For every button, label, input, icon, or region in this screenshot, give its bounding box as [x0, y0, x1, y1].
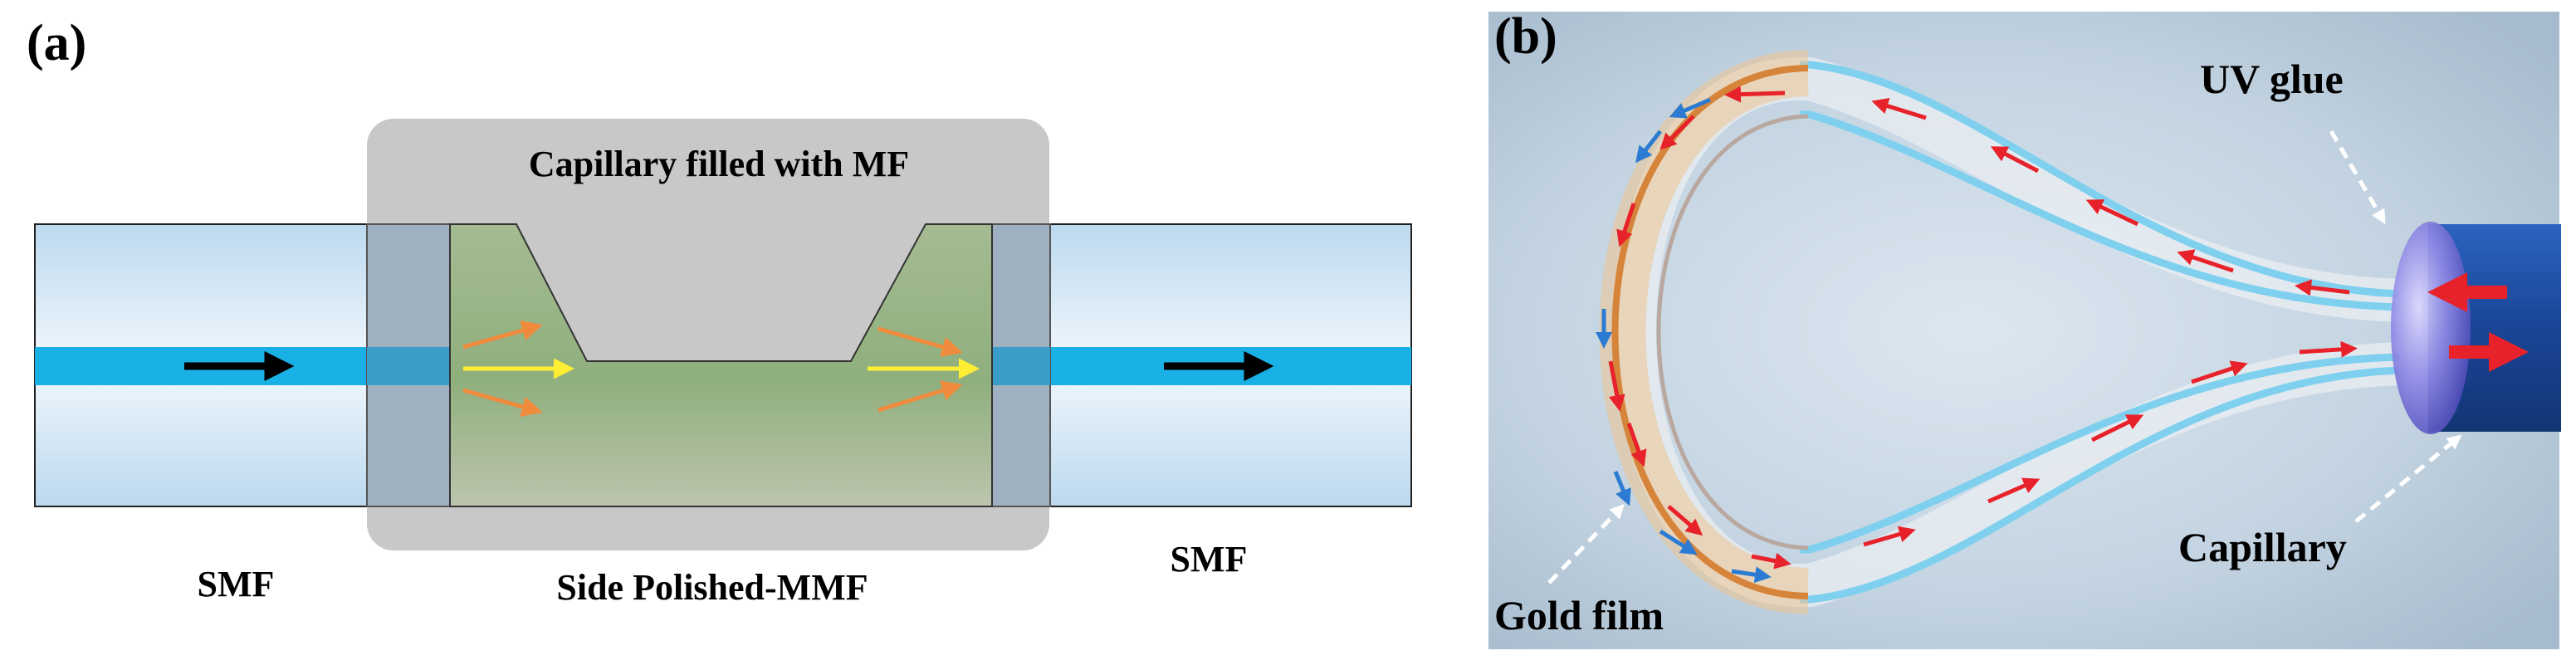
uv-glue-drop — [2391, 222, 2471, 434]
panel-b-tag: (b) — [1494, 8, 1557, 65]
gold-film-glow — [1599, 50, 1810, 614]
loop-cyan-outer-bottom — [1800, 366, 2400, 604]
mmf-label: Side Polished-MMF — [556, 567, 868, 608]
loop-cyan-outer-top — [1800, 61, 2400, 298]
left-smf-end-core — [367, 347, 450, 385]
panel-a: (a) Capillary filled with MF SMF SMF Sid… — [27, 15, 1412, 608]
uv-glue-label: UV glue — [2200, 56, 2344, 102]
capillary-label-b: Capillary — [2178, 524, 2347, 570]
side-polished-mmf — [449, 223, 993, 507]
red-arrows-upper — [1616, 86, 2350, 296]
loop-cyan-inner-top — [1800, 110, 2400, 311]
right-smf-label: SMF — [1171, 539, 1248, 580]
capillary-label: Capillary filled with MF — [529, 144, 909, 184]
panel-a-tag: (a) — [27, 15, 86, 71]
gold-film-inner-edge — [1656, 114, 1809, 550]
right-smf-end-core — [992, 347, 1050, 385]
blue-arrows — [1596, 97, 1772, 584]
orange-ray-up-right — [877, 326, 963, 357]
capillary-pointer — [2354, 434, 2462, 523]
gold-film-pointer — [1547, 503, 1625, 584]
gold-film-label: Gold film — [1494, 592, 1664, 638]
gold-film — [1611, 65, 1809, 599]
orange-ray-down-left — [462, 388, 543, 418]
panel-b: (b) UV glue Capillary Gold film — [1488, 8, 2561, 649]
loop-cyan-inner-bottom — [1800, 353, 2400, 554]
left-smf-label: SMF — [198, 564, 275, 604]
orange-ray-up-left — [462, 320, 543, 350]
uv-glue-pointer — [2329, 130, 2386, 225]
orange-ray-down-right — [877, 380, 963, 413]
red-arrows-lower — [1608, 340, 2358, 570]
